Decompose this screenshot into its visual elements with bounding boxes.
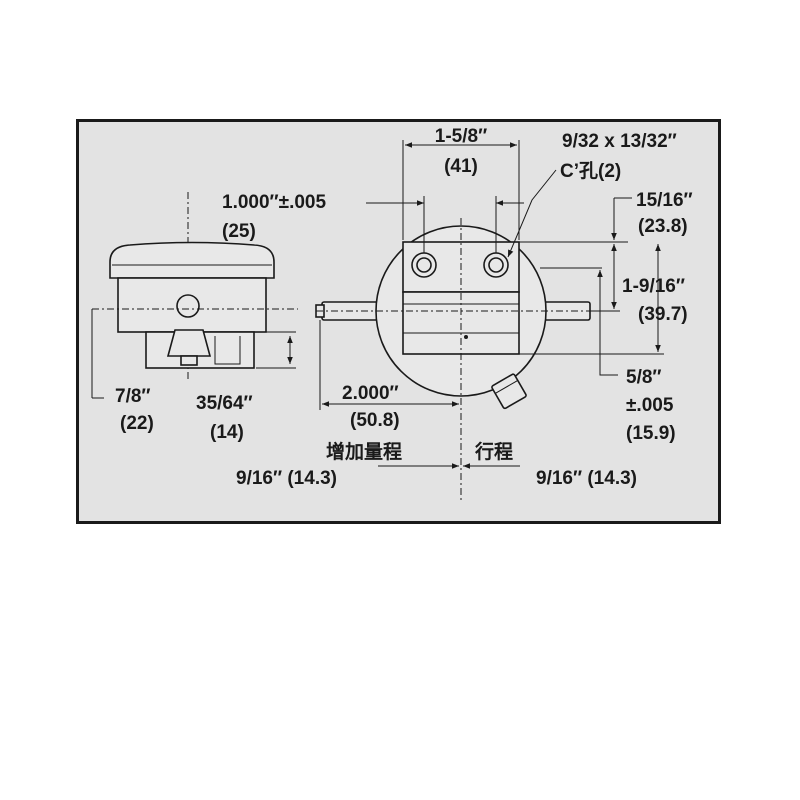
base-offset-in-label: 5/8″ — [626, 367, 662, 388]
plunger-head — [166, 329, 212, 357]
hole-leader — [507, 169, 557, 258]
width-in-label: 1-5/8″ — [435, 126, 487, 147]
travel-value: 9/16″ (14.3) — [536, 468, 637, 489]
mount-hole-left — [416, 257, 432, 273]
shaft-in-label: 2.000″ — [342, 383, 399, 404]
side-view — [91, 192, 298, 399]
bore-spacing-mm-label: (25) — [222, 221, 256, 242]
top-offset-mm-label: (23.8) — [638, 216, 688, 237]
center-dot — [464, 335, 468, 339]
shaft-mm-label: (50.8) — [350, 410, 400, 431]
boss-mm-label: (14) — [210, 422, 244, 443]
cap — [109, 241, 275, 279]
base-offset-tol-label: ±.005 — [626, 395, 674, 416]
mount-hole-right — [488, 257, 504, 273]
height-mm-label: (39.7) — [638, 304, 688, 325]
boss-outline — [214, 336, 241, 365]
width-mm-label: (41) — [444, 156, 478, 177]
overtravel-label: 增加量程 — [326, 440, 402, 463]
cable-connector — [491, 373, 527, 410]
overtravel-value: 9/16″ (14.3) — [236, 468, 337, 489]
base-offset-mm-label: (15.9) — [626, 423, 676, 444]
height-in-label: 1-9/16″ — [622, 276, 685, 297]
plunger-stem — [180, 355, 198, 366]
dimension-labels: 1-5/8″ (41) 9/32 x 13/32″ C’孔(2) 1.000″±… — [115, 126, 693, 489]
dim-5-8-leader — [597, 270, 618, 376]
hole-size-label: 9/32 x 13/32″ — [562, 131, 677, 152]
depth-in-label: 7/8″ — [115, 386, 151, 407]
side-port-circle — [176, 294, 200, 318]
front-view — [315, 140, 664, 500]
depth-mm-label: (22) — [120, 413, 154, 434]
bore-spacing-in-label: 1.000″±.005 — [222, 192, 326, 213]
boss-in-label: 35/64″ — [196, 393, 253, 414]
travel-label: 行程 — [474, 440, 513, 463]
hole-note-label: C’孔(2) — [560, 160, 621, 182]
top-offset-in-label: 15/16″ — [636, 190, 693, 211]
